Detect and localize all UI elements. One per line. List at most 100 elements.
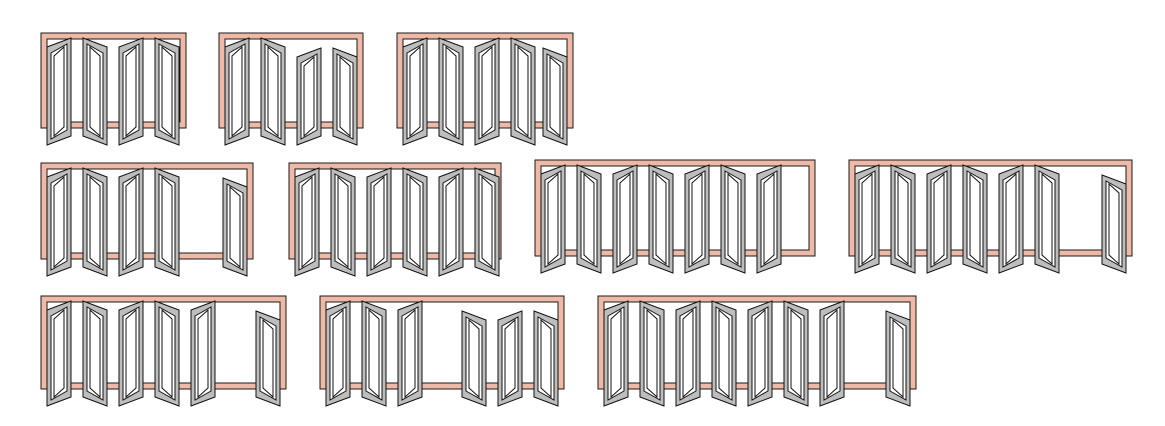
- door-panel-left-5-glass-line: [1005, 172, 1017, 266]
- door-configuration-6: [534, 159, 816, 274]
- door-panel-right-1-glass-line: [229, 185, 241, 269]
- door-panel-left-3-glass: [122, 173, 140, 271]
- door-panel-left-3-glass: [122, 43, 140, 140]
- door-panel-left-4-glass-line: [969, 172, 981, 266]
- door-panel-left-3-glass-line: [373, 175, 385, 269]
- door-panel-left-3-glass-line: [933, 172, 945, 266]
- door-panel-left-1-glass-line: [409, 45, 421, 138]
- door-panel-left-1-glass-line: [332, 308, 344, 399]
- door-panel-right-1-glass: [336, 53, 354, 140]
- door-panel-left-3-glass-line: [125, 175, 137, 269]
- door-panel-right-1-glass: [546, 53, 564, 140]
- door-panel-left-2-glass: [580, 170, 598, 268]
- door-panel-left-5-glass-line: [691, 172, 703, 266]
- door-panel-left-6-glass-line: [790, 308, 802, 399]
- door-panel-left-3-glass-line: [125, 45, 137, 138]
- door-panel-left-2-glass-line: [368, 308, 380, 399]
- door-panel-left-5-glass: [442, 173, 460, 271]
- door-panel-right-1-glass-line: [892, 318, 904, 399]
- door-panel-right-1-glass-line: [540, 318, 552, 399]
- door-panel-left-1-glass-line: [610, 308, 622, 399]
- door-panel-left-7-glass: [823, 306, 841, 401]
- door-panel-right-1-glass-line: [262, 318, 274, 399]
- door-panel-right-2-glass: [300, 53, 318, 140]
- door-configuration-1: [40, 32, 187, 146]
- door-panel-left-3-glass-line: [404, 308, 416, 399]
- door-panel-left-4-glass-line: [161, 45, 173, 138]
- door-panel-left-5-glass: [751, 306, 769, 401]
- door-panel-left-2-glass-line: [897, 172, 909, 266]
- door-panel-left-6-glass-line: [727, 172, 739, 266]
- door-panel-left-3-glass-line: [125, 308, 137, 399]
- door-panel-left-3-glass-line: [619, 172, 631, 266]
- door-panel-left-4-glass: [514, 43, 532, 140]
- opening-frame-inner: [294, 168, 496, 254]
- door-panel-left-3-glass-line: [481, 45, 493, 138]
- door-panel-left-2-glass: [86, 306, 104, 401]
- door-panel-right-1-glass: [1105, 180, 1123, 268]
- door-panel-left-1-glass: [228, 43, 246, 140]
- opening-frame-inner: [46, 168, 248, 254]
- door-panel-left-2-glass: [894, 170, 912, 268]
- door-configuration-10: [597, 295, 917, 407]
- door-panel-left-1-glass-line: [861, 172, 873, 266]
- door-panel-left-5-glass-line: [445, 175, 457, 269]
- door-panel-left-6-glass: [1038, 170, 1056, 268]
- door-panel-left-2-glass: [264, 43, 282, 140]
- door-configuration-4: [40, 162, 254, 277]
- door-panel-left-1-glass: [858, 170, 876, 268]
- door-panel-left-2-glass: [86, 43, 104, 140]
- door-panel-left-1-glass: [50, 43, 68, 140]
- door-panel-left-4-glass-line: [161, 175, 173, 269]
- door-panel-left-6-glass-line: [1041, 172, 1053, 266]
- door-panel-left-2-glass-line: [646, 308, 658, 399]
- door-panel-left-5-glass-line: [754, 308, 766, 399]
- door-configuration-7: [848, 159, 1133, 274]
- door-panel-left-3-glass: [401, 306, 419, 401]
- door-configuration-5: [288, 162, 502, 277]
- door-panel-left-4-glass-line: [517, 45, 529, 138]
- door-panel-right-1-glass: [226, 183, 244, 271]
- door-panel-left-1-glass: [329, 306, 347, 401]
- door-panel-left-1-glass: [50, 306, 68, 401]
- door-panel-left-1-glass-line: [53, 175, 65, 269]
- door-panel-left-5-glass: [194, 306, 212, 401]
- door-panel-left-2-glass-line: [89, 175, 101, 269]
- door-panel-right-1-glass: [537, 316, 555, 401]
- door-panel-right-3-glass-line: [468, 318, 480, 399]
- door-panel-left-1-glass: [544, 170, 562, 268]
- door-panel-left-5-glass-line: [197, 308, 209, 399]
- door-panel-left-7-glass-line: [826, 308, 838, 399]
- door-panel-left-3-glass: [370, 173, 388, 271]
- door-panel-left-2-glass-line: [89, 308, 101, 399]
- door-panel-left-3-glass: [616, 170, 634, 268]
- door-panel-left-2-glass: [334, 173, 352, 271]
- door-configuration-8: [40, 295, 287, 407]
- door-panel-left-2-glass-line: [445, 45, 457, 138]
- door-panel-right-1-glass-line: [1108, 182, 1120, 266]
- door-panel-left-2-glass: [365, 306, 383, 401]
- door-panel-left-2-glass: [86, 173, 104, 271]
- door-panel-left-7-glass: [760, 170, 778, 268]
- door-panel-left-4-glass: [158, 173, 176, 271]
- door-panel-left-2-glass-line: [89, 45, 101, 138]
- door-panel-left-4-glass-line: [655, 172, 667, 266]
- door-panel-right-1-glass: [259, 316, 277, 401]
- door-configuration-3: [396, 32, 574, 146]
- door-panel-left-3-glass-line: [682, 308, 694, 399]
- door-panel-right-3-glass: [465, 316, 483, 401]
- door-panel-left-3-glass: [930, 170, 948, 268]
- door-panel-right-1-glass-line: [339, 55, 351, 138]
- door-panel-left-4-glass: [158, 43, 176, 140]
- door-panel-left-2-glass: [643, 306, 661, 401]
- door-panel-right-2-glass-line: [303, 55, 315, 138]
- door-panel-right-2-glass-line: [504, 318, 516, 399]
- door-panel-left-2-glass-line: [337, 175, 349, 269]
- door-panel-left-2-glass: [442, 43, 460, 140]
- door-panel-right-1-glass: [889, 316, 907, 401]
- door-panel-left-3-glass: [122, 306, 140, 401]
- door-panel-left-4-glass-line: [161, 308, 173, 399]
- door-panel-left-4-glass: [715, 306, 733, 401]
- door-configuration-9: [319, 295, 565, 407]
- door-panel-left-1-glass-line: [53, 308, 65, 399]
